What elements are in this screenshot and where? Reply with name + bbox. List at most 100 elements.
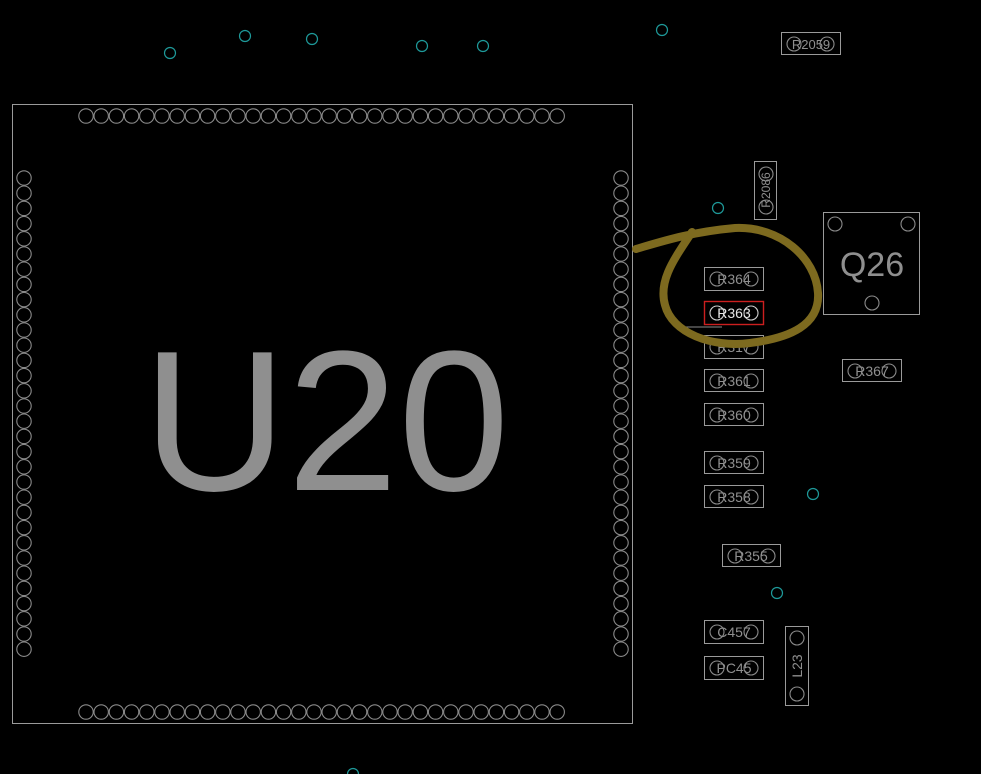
r2059-footprint[interactable]: R2059 [781,32,841,55]
r360-label: R360 [717,407,751,423]
r359-footprint[interactable]: R359 [704,451,764,474]
r363-footprint-selected[interactable]: R363 [703,300,765,326]
pc45-footprint[interactable]: PC45 [704,656,764,680]
u20-pin [16,474,32,490]
u20-pin [16,413,32,429]
r361-footprint[interactable]: R361 [704,369,764,392]
u20-pin [321,108,337,124]
u20-pin [16,489,32,505]
u20-pin [613,504,629,521]
u20-pin [488,704,505,720]
u20-pin [16,443,32,460]
u20-pin [169,704,185,720]
u20-pin [260,108,277,124]
u20-pin [16,535,32,551]
u20-pin [123,108,140,124]
u20-pin [108,108,125,124]
r355-footprint[interactable]: R355 [722,544,781,567]
u20-pin [473,108,489,124]
u20-pin [613,367,629,384]
r2086-footprint[interactable]: R2086 [754,161,777,220]
r359-label: R359 [717,455,751,471]
u20-pin [382,704,398,720]
u20-pin [613,231,629,247]
via [238,29,252,43]
u20-pin [230,704,246,720]
u20-pin [321,704,337,720]
c457-footprint[interactable]: C457 [704,620,764,644]
u20-pin [613,428,629,445]
u20-pin [16,565,32,581]
u20-pin [613,550,629,566]
r364-footprint[interactable]: R364 [704,267,764,291]
u20-pin [613,626,629,642]
u20-pin [184,108,201,124]
l23-footprint[interactable]: L23 [785,626,809,706]
u20-pin [215,108,231,124]
u20-pin [382,108,398,124]
u20-pin [16,337,32,353]
u20-pin [613,443,629,460]
u20-pin [154,704,170,720]
u20-pin [16,352,32,369]
u20-pin [215,704,231,720]
u20-pin [519,704,535,720]
u20-pin [351,108,368,124]
via [476,39,490,53]
u20-pin [534,704,550,720]
u20-pin [16,307,32,323]
u20-pin [503,704,520,720]
u20-pin [199,108,216,124]
u20-pin [93,704,109,720]
u20-pin [443,704,459,720]
u20-pin [16,398,32,414]
via [163,46,177,60]
r2059-label: R2059 [792,37,830,52]
q26-footprint[interactable]: Q26 [823,212,920,315]
u20-pin [291,108,307,124]
u20-pin [16,459,32,475]
u20-pin [154,108,170,124]
u20-pin [16,550,32,566]
u20-pin [351,704,368,720]
u20-pin [613,459,629,475]
u20-pin [16,246,32,262]
u20-pin [397,704,413,720]
r358-footprint[interactable]: R358 [704,485,764,508]
u20-pin [291,704,307,720]
u20-pin [139,108,155,124]
u20-pin [16,428,32,445]
u20-pin [16,626,32,642]
r367-footprint[interactable]: R367 [842,359,902,382]
r355-label: R355 [734,548,768,564]
r2086-label: R2086 [759,172,773,208]
u20-pin [93,108,109,124]
u20-pin [519,108,535,124]
r360-footprint[interactable]: R360 [704,403,764,426]
c457-label: C457 [717,624,751,640]
u20-pin [367,704,383,720]
u20-pin [16,291,32,308]
u20-pin [16,215,32,232]
u20-pin [16,231,32,247]
u20-pin [16,261,32,277]
u20-pin [613,307,629,323]
u20-pin [613,641,629,657]
q26-designator: Q26 [840,246,904,284]
u20-pin [613,322,629,338]
u20-pin [613,413,629,429]
u20-pin [613,170,629,186]
via [346,767,360,774]
u20-pin [139,704,155,720]
u20-pin [613,276,629,293]
u20-pin [613,489,629,505]
u20-pin [458,704,474,720]
u20-pin [443,108,459,124]
u20-pin [16,611,32,627]
via [305,32,319,46]
u20-pin [336,108,353,124]
u20-pin [427,108,444,124]
pc45-label: PC45 [716,660,751,676]
u20-pin-group [16,108,629,720]
u20-pin [458,108,474,124]
